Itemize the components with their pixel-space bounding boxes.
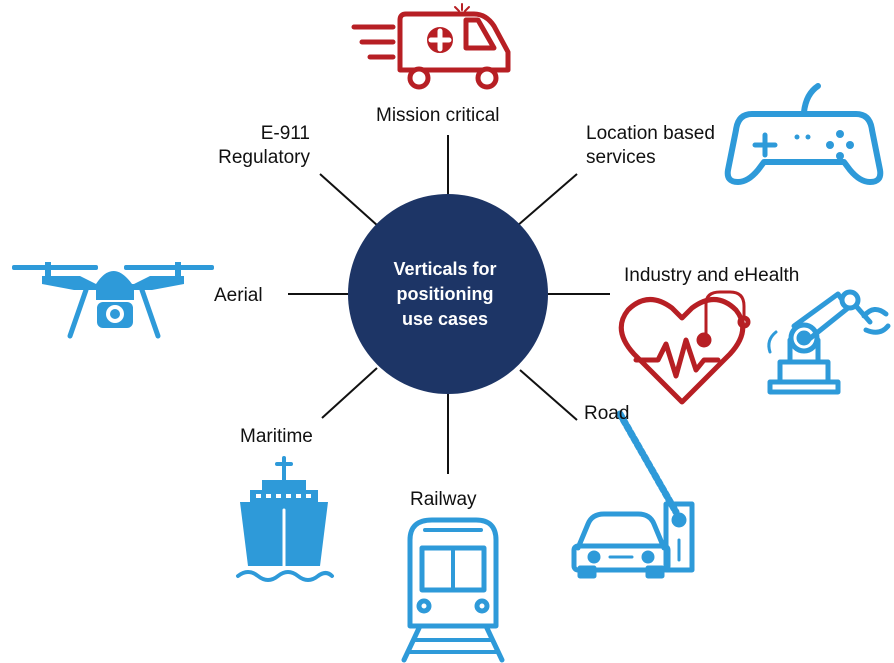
label-e911-line2: Regulatory <box>218 147 310 168</box>
spoke-location-services <box>516 173 578 227</box>
label-location-based-line2: services <box>586 147 656 168</box>
label-aerial: Aerial <box>214 285 263 306</box>
train-icon <box>401 517 505 663</box>
connector-lines <box>288 135 610 474</box>
hub-label: Verticals for positioning use cases <box>393 258 497 329</box>
label-road: Road <box>584 403 630 424</box>
label-maritime: Maritime <box>240 426 313 447</box>
car-barrier-icon <box>571 410 695 579</box>
label-location-based-line1: Location based <box>586 123 715 144</box>
robot-arm-icon <box>767 289 891 395</box>
spoke-e911 <box>319 173 379 227</box>
gamepad-icon <box>724 83 884 185</box>
spoke-maritime <box>321 367 378 419</box>
label-location-based: Location based services <box>586 122 715 170</box>
label-railway: Railway <box>410 489 477 510</box>
ambulance-icon <box>351 3 511 90</box>
drone-icon <box>12 262 214 339</box>
hub-circle <box>348 194 548 394</box>
label-e911-line1: E-911 <box>260 123 310 144</box>
label-mission-critical: Mission critical <box>376 105 500 126</box>
spoke-road <box>519 369 578 421</box>
ship-icon <box>236 456 334 582</box>
heart-monitor-icon <box>618 290 751 405</box>
label-industry-ehealth: Industry and eHealth <box>624 265 800 286</box>
label-e911: E-911 Regulatory <box>210 122 310 170</box>
